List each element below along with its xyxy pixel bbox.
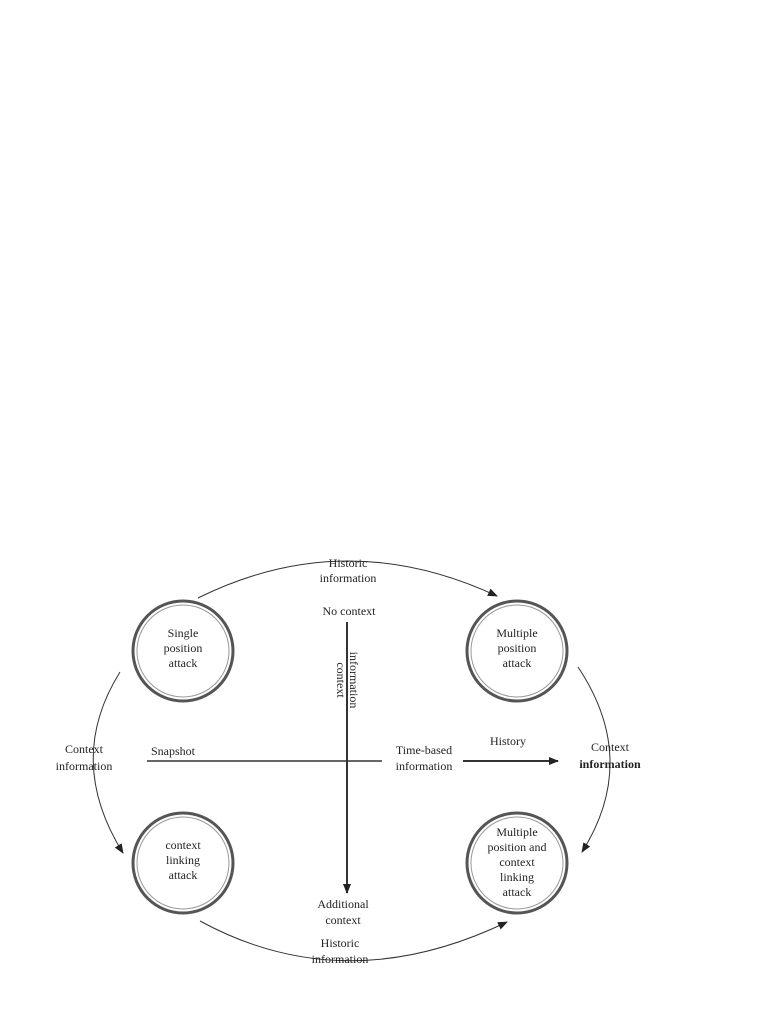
multiple-line-2: position	[498, 641, 537, 655]
mpcl-line-2: position and	[488, 840, 547, 854]
label-history: History	[490, 734, 526, 748]
label-no-context: No context	[323, 604, 377, 618]
node-single-position-attack: Single position attack	[131, 599, 235, 703]
label-context-information-vertical: context information	[334, 652, 361, 709]
context-vertical-line-1: context	[334, 662, 348, 698]
additional-context-line-1: Additional	[317, 897, 369, 911]
context-linking-line-1: context	[165, 838, 201, 852]
context-left-line-2: information	[56, 759, 113, 773]
multiple-line-1: Multiple	[496, 626, 537, 640]
mpcl-line-5: attack	[503, 885, 532, 899]
single-line-1: Single	[168, 626, 199, 640]
node-multiple-position-attack: Multiple position attack	[465, 599, 569, 703]
historic-top-line-1: Historic	[329, 556, 368, 570]
context-linking-line-3: attack	[169, 868, 198, 882]
single-line-3: attack	[169, 656, 198, 670]
context-linking-line-2: linking	[166, 853, 200, 867]
label-context-information-left: Context information	[56, 742, 113, 773]
single-line-2: position	[164, 641, 203, 655]
label-historic-information-bottom: Historic information	[312, 936, 369, 966]
mpcl-line-1: Multiple	[496, 825, 537, 839]
label-additional-context: Additional context	[317, 897, 369, 927]
mpcl-line-4: linking	[500, 870, 534, 884]
arc-right	[577, 666, 611, 853]
mpcl-line-3: context	[499, 855, 535, 869]
context-vertical-line-2: information	[347, 652, 361, 709]
time-based-line-1: Time-based	[396, 743, 452, 757]
context-left-line-1: Context	[65, 742, 104, 756]
context-right-line-2: information	[579, 757, 641, 771]
historic-top-line-2: information	[320, 571, 377, 585]
node-context-linking-attack: context linking attack	[131, 811, 235, 915]
historic-bottom-line-2: information	[312, 952, 369, 966]
label-snapshot: Snapshot	[151, 744, 196, 758]
arc-top	[197, 560, 498, 599]
label-historic-information-top: Historic information	[320, 556, 377, 585]
historic-bottom-line-1: Historic	[321, 936, 360, 950]
context-right-line-1: Context	[591, 740, 630, 754]
multiple-line-3: attack	[503, 656, 532, 670]
additional-context-line-2: context	[325, 913, 361, 927]
label-context-information-right: Context information	[579, 740, 641, 771]
node-multiple-position-context-linking-attack: Multiple position and context linking at…	[465, 811, 569, 915]
arc-left	[92, 671, 124, 854]
arc-bottom	[199, 920, 508, 962]
time-based-line-2: information	[396, 759, 453, 773]
label-time-based-information: Time-based information	[396, 743, 453, 773]
